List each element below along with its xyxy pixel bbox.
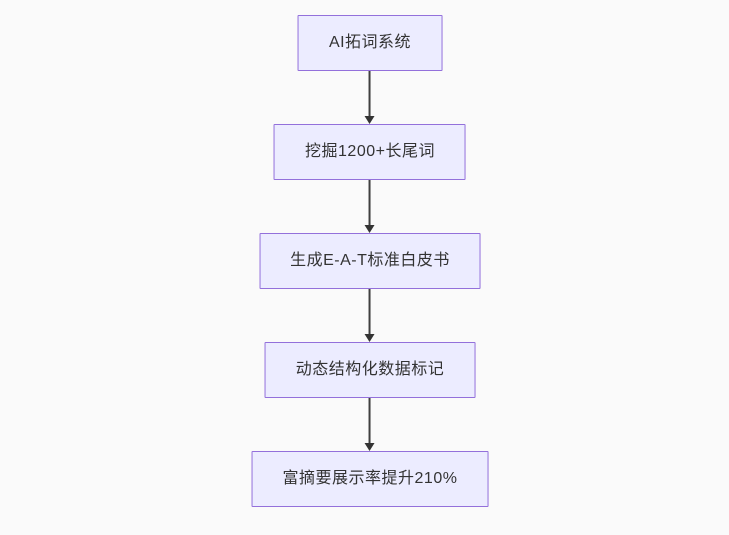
flowchart-edge-d-e bbox=[365, 398, 375, 451]
flowchart-node-e: 富摘要展示率提升210% bbox=[251, 451, 489, 507]
arrow-down-icon bbox=[365, 334, 375, 342]
node-label: 富摘要展示率提升210% bbox=[282, 470, 458, 487]
edge-line bbox=[369, 398, 371, 443]
node-label: 动态结构化数据标记 bbox=[295, 361, 445, 378]
flowchart-edge-a-b bbox=[365, 71, 375, 124]
flowchart-node-c: 生成E-A-T标准白皮书 bbox=[259, 233, 481, 289]
flowchart-node-b: 挖掘1200+长尾词 bbox=[274, 124, 466, 180]
edge-line bbox=[369, 289, 371, 334]
arrow-down-icon bbox=[365, 225, 375, 233]
arrow-down-icon bbox=[365, 443, 375, 451]
node-label: 生成E-A-T标准白皮书 bbox=[290, 252, 450, 269]
flowchart-edge-c-d bbox=[365, 289, 375, 342]
edge-line bbox=[369, 180, 371, 225]
node-label: 挖掘1200+长尾词 bbox=[305, 143, 435, 160]
flowchart-node-d: 动态结构化数据标记 bbox=[264, 342, 476, 398]
flowchart: AI拓词系统 挖掘1200+长尾词 生成E-A-T标准白皮书 动态结构化数据标记 bbox=[251, 15, 489, 507]
flowchart-node-a: AI拓词系统 bbox=[297, 15, 443, 71]
node-label: AI拓词系统 bbox=[328, 34, 412, 51]
edge-line bbox=[369, 71, 371, 116]
flowchart-edge-b-c bbox=[365, 180, 375, 233]
arrow-down-icon bbox=[365, 116, 375, 124]
